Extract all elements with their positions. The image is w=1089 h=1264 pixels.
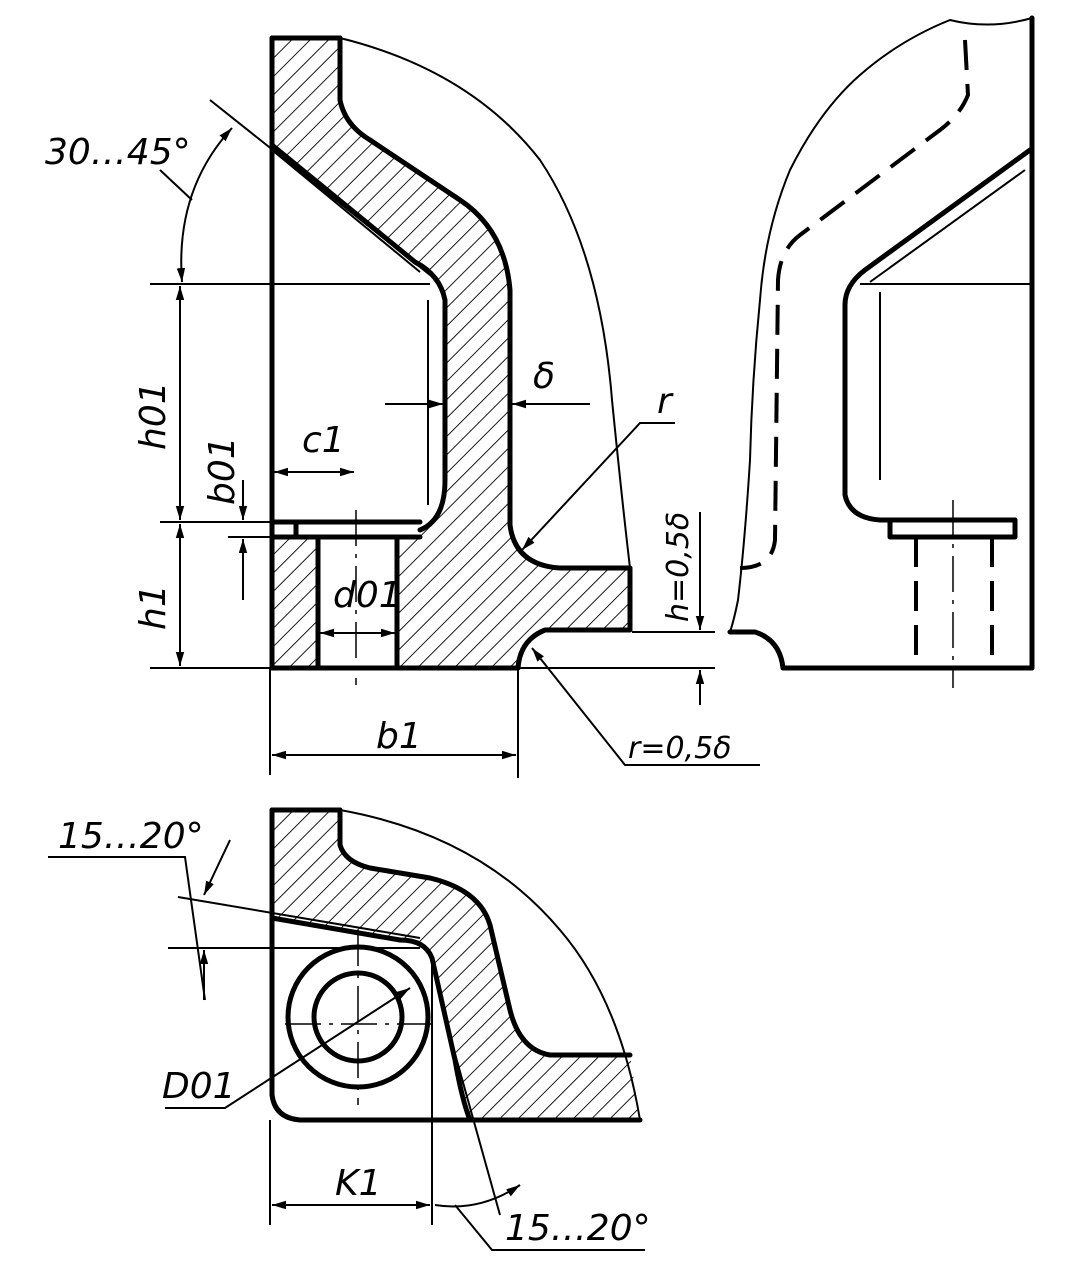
label-h01: h01 xyxy=(133,381,174,450)
plan-wall-outer xyxy=(337,807,633,1058)
label-r: r xyxy=(657,381,674,422)
plan-view-bottom xyxy=(48,807,645,1251)
label-angle-left: 15…20° xyxy=(58,816,204,857)
label-K1: K1 xyxy=(335,1163,382,1204)
label-b1: b1 xyxy=(376,716,422,757)
label-d01: d01 xyxy=(333,575,402,616)
hidden-outline xyxy=(739,39,971,570)
angle-left-ref xyxy=(177,896,421,939)
r-leader xyxy=(521,422,675,551)
label-b01: b01 xyxy=(202,436,243,505)
plan-wall-hatch xyxy=(272,810,640,1120)
plan-silhouette xyxy=(339,809,641,1121)
side-slope-line xyxy=(869,169,1026,283)
section-view-left xyxy=(150,35,760,778)
wall-inner-outline xyxy=(269,142,448,533)
labels: 30…45° h01 h1 b01 c1 d01 δ r h=0,5δ b1 r… xyxy=(45,132,732,1249)
label-h-eq: h=0,5δ xyxy=(661,512,696,622)
angle-top-leader xyxy=(159,169,193,201)
d01-leader xyxy=(165,987,411,1109)
cavity-slope-line xyxy=(271,149,421,273)
label-c1: c1 xyxy=(302,420,345,461)
wall-lower-left-hatch xyxy=(272,537,318,668)
label-r-eq: r=0,5δ xyxy=(628,731,732,766)
wall-outer-outline xyxy=(337,35,633,671)
label-h1: h1 xyxy=(133,584,174,630)
broken-edge xyxy=(729,17,1033,633)
side-boss xyxy=(887,517,1018,540)
r-half-delta-leader xyxy=(531,647,760,766)
side-cavity xyxy=(842,147,1033,523)
base-outline xyxy=(727,629,1035,671)
wall-section-hatch xyxy=(272,38,630,668)
label-delta: δ xyxy=(533,356,555,397)
angle-left-arrow-top xyxy=(203,839,231,896)
angle-bottom-arc xyxy=(434,1184,521,1208)
label-angle-bottom: 15…20° xyxy=(505,1208,651,1249)
plan-outer-box xyxy=(269,807,473,1123)
angle-bottom-leader xyxy=(454,1204,645,1251)
casting-silhouette xyxy=(339,37,631,569)
angle-left-leader xyxy=(48,856,206,1001)
label-D01: D01 xyxy=(162,1066,236,1107)
angle-bottom-ref xyxy=(439,999,501,1216)
angle-ref-line xyxy=(209,99,431,276)
label-angle-top: 30…45° xyxy=(45,132,191,173)
side-view-right xyxy=(727,15,1035,688)
angle-top-arc xyxy=(176,127,233,283)
